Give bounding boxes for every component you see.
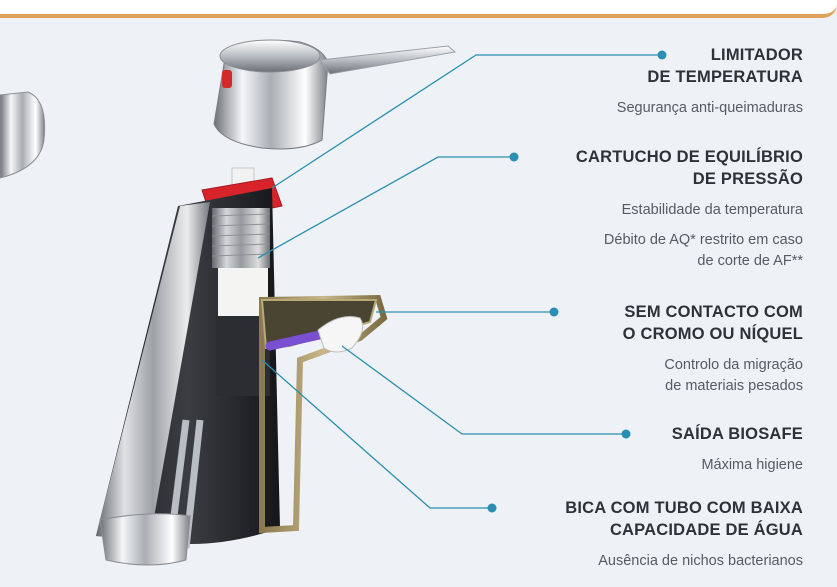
leader-line-temperature-limiter bbox=[271, 54, 660, 189]
leader-dot-spout bbox=[487, 503, 497, 513]
callout-description: Controlo da migração de materiais pesado… bbox=[664, 357, 803, 394]
leader-line-cartridge bbox=[257, 156, 512, 259]
callout-description: Ausência de nichos bacterianos bbox=[598, 553, 803, 569]
callout-description: Segurança anti-queimaduras bbox=[616, 100, 803, 116]
callout-description: Estabilidade da temperatura bbox=[621, 202, 803, 218]
callout-description: Débito de AQ* restrito em caso de corte … bbox=[603, 232, 803, 269]
faucet-body bbox=[96, 188, 388, 566]
leader-lines bbox=[257, 54, 660, 509]
callout-title: LIMITADOR DE TEMPERATURA bbox=[647, 46, 803, 86]
leader-dot-no-contact bbox=[549, 307, 559, 317]
callout-temperature-limiter: LIMITADOR DE TEMPERATURA Segurança anti-… bbox=[617, 44, 803, 119]
leader-dot-temperature-limiter bbox=[657, 50, 667, 60]
leader-dot-biosafe bbox=[621, 429, 631, 439]
callout-description: Máxima higiene bbox=[701, 457, 803, 473]
handle-cap bbox=[213, 39, 457, 150]
callout-title: SAÍDA BIOSAFE bbox=[671, 425, 803, 443]
callout-low-water-spout: BICA COM TUBO COM BAIXA CAPACIDADE DE ÁG… bbox=[565, 497, 803, 572]
leader-dot-cartridge bbox=[509, 152, 519, 162]
leader-dots bbox=[487, 50, 667, 513]
leader-line-biosafe bbox=[341, 345, 624, 435]
left-chrome-fragment bbox=[0, 91, 46, 179]
callout-title: BICA COM TUBO COM BAIXA CAPACIDADE DE ÁG… bbox=[565, 499, 803, 539]
callout-title: CARTUCHO DE EQUILÍBRIO DE PRESSÃO bbox=[575, 148, 803, 188]
callout-no-chrome-contact: SEM CONTACTO COM O CROMO OU NÍQUEL Contr… bbox=[623, 301, 803, 397]
callout-title: SEM CONTACTO COM O CROMO OU NÍQUEL bbox=[622, 303, 803, 343]
callout-pressure-cartridge: CARTUCHO DE EQUILÍBRIO DE PRESSÃO Estabi… bbox=[576, 146, 803, 272]
callout-biosafe-outlet: SAÍDA BIOSAFE Máxima higiene bbox=[672, 423, 803, 476]
leader-line-spout bbox=[261, 359, 490, 509]
top-accent-band bbox=[0, 0, 837, 18]
